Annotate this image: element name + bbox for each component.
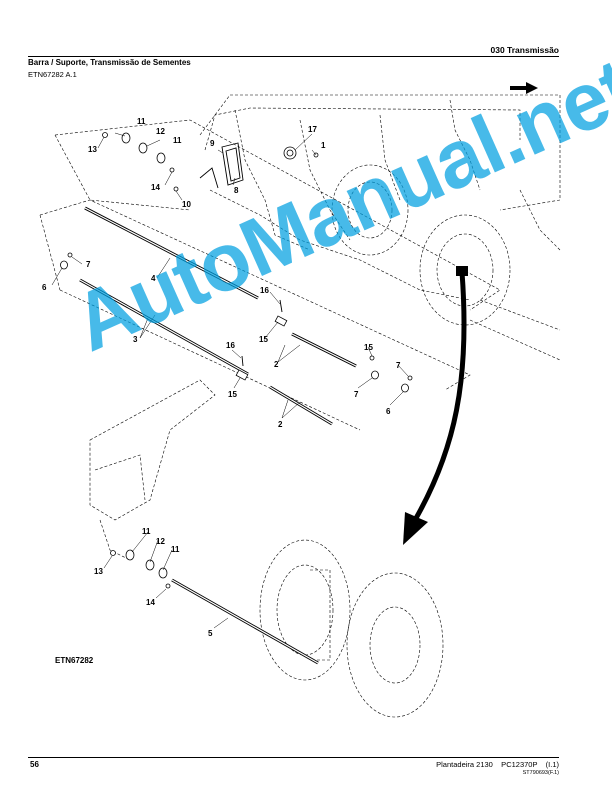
callout-11c: 11: [142, 527, 151, 536]
footer-rule: [28, 757, 559, 758]
callout-11a: 11: [137, 117, 146, 126]
header-rule: [28, 56, 559, 57]
callout-7a: 7: [86, 260, 91, 269]
direction-arrow-icon: [510, 82, 538, 94]
callout-8: 8: [234, 186, 239, 195]
callout-13a: 13: [88, 145, 97, 154]
page-title: Barra / Suporte, Transmissão de Sementes: [28, 58, 191, 67]
callout-9: 9: [210, 139, 215, 148]
callout-13b: 13: [94, 567, 103, 576]
callout-14a: 14: [151, 183, 160, 192]
callout-15a: 15: [259, 335, 268, 344]
callout-6c: 6: [386, 407, 391, 416]
callout-4: 4: [151, 274, 156, 283]
callout-2a: 2: [274, 360, 279, 369]
footer-document: Plantadeira 2130 PC12370P (I.1): [436, 760, 559, 769]
footer-code: ST790693(F.1): [522, 770, 559, 776]
callout-2b: 2: [278, 420, 283, 429]
callout-7b: 15: [364, 343, 373, 352]
callout-16a: 16: [260, 286, 269, 295]
callout-11b: 11: [173, 136, 182, 145]
callout-3: 3: [133, 335, 138, 344]
callout-7c: 7: [396, 361, 401, 370]
callout-12a: 12: [156, 127, 165, 136]
callout-17: 17: [308, 125, 317, 134]
section-header: 030 Transmissão: [490, 45, 559, 55]
callout-6a: 6: [42, 283, 47, 292]
callout-6b: 7: [354, 390, 359, 399]
callout-14b: 14: [146, 598, 155, 607]
callout-12b: 12: [156, 537, 165, 546]
callout-15b: 15: [228, 390, 237, 399]
page-number: 56: [30, 760, 39, 769]
callout-16b: 16: [226, 341, 235, 350]
callout-5: 5: [208, 629, 213, 638]
callout-1: 1: [321, 141, 326, 150]
figure-id-label: ETN67282: [55, 656, 94, 665]
callout-10: 10: [182, 200, 191, 209]
figure-reference: ETN67282 A.1: [28, 70, 77, 79]
callout-11d: 11: [171, 545, 180, 554]
